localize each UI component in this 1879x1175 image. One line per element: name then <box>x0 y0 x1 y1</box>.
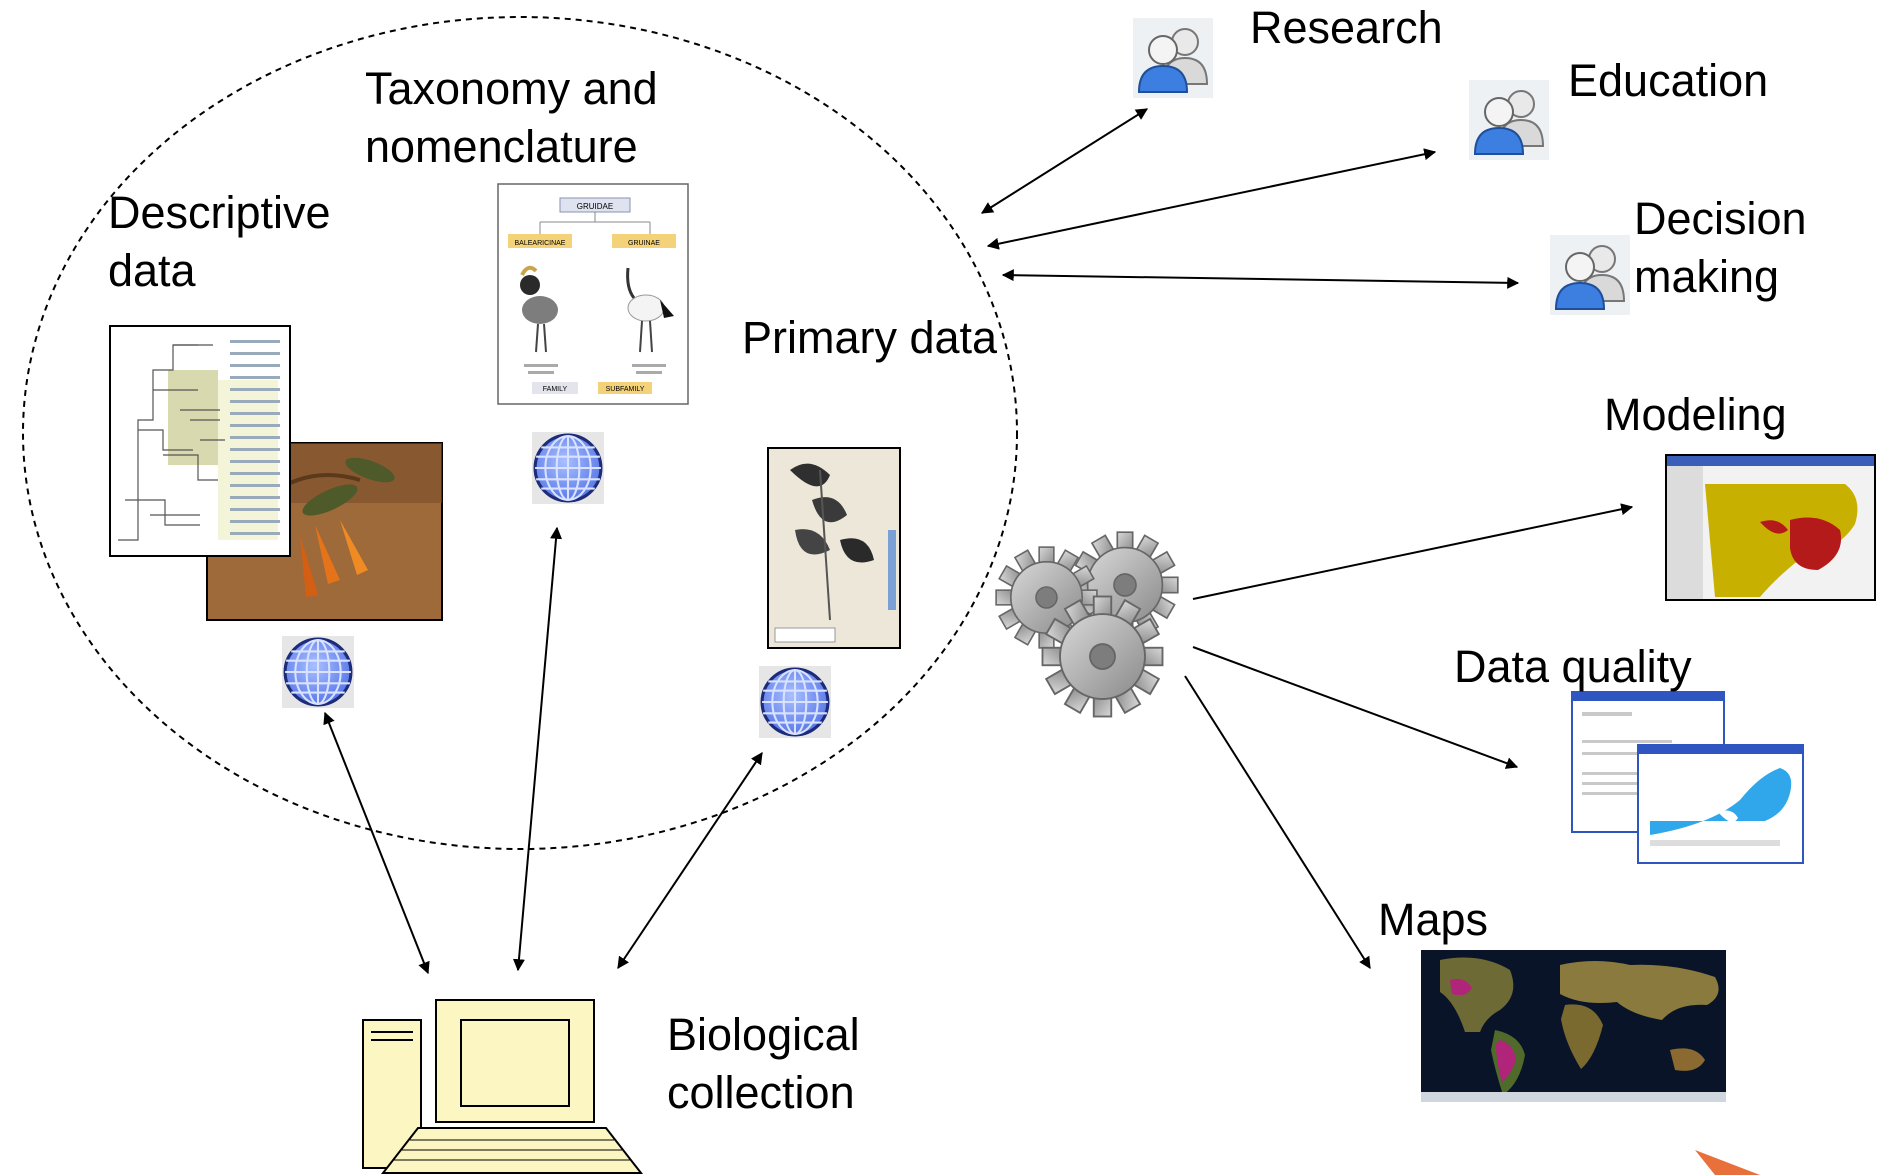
globe-icon <box>532 432 604 504</box>
connector-arrows <box>323 108 1634 975</box>
arrow-collection-primary <box>617 752 763 969</box>
arrow-modeling <box>1192 503 1634 600</box>
arrow-collection-taxonomy <box>512 526 563 972</box>
arrow-education <box>986 148 1437 250</box>
corner-accent <box>1695 1150 1760 1175</box>
arrow-maps <box>1184 675 1371 970</box>
label-biological-collection: Biological collection <box>667 1009 860 1118</box>
computer-icon <box>362 999 644 1174</box>
herbarium-specimen <box>767 447 901 649</box>
taxonomy-right-label: GRUINAE <box>628 240 660 247</box>
arrow-decision-making <box>1001 269 1520 289</box>
gears-icon <box>995 531 1179 718</box>
arrow-research <box>980 108 1149 214</box>
taxonomy-footer-left: FAMILY <box>543 386 568 393</box>
label-taxonomy-and-nomenclature: Taxonomy and nomenclature <box>365 63 658 172</box>
data-quality-screenshot <box>1571 691 1804 864</box>
label-descriptive-data: Descriptive data <box>108 187 331 296</box>
taxonomy-root-label: GRUIDAE <box>577 202 613 211</box>
label-decision-making: Decision making <box>1634 193 1807 302</box>
taxonomy-chart: GRUIDAE BALEARICINAE GRUINAE FAMILY SUBF… <box>497 183 689 405</box>
label-research: Research <box>1250 2 1443 53</box>
world-map <box>1421 950 1726 1102</box>
arrow-collection-descriptive <box>323 711 430 975</box>
label-primary-data: Primary data <box>742 312 998 363</box>
modeling-screenshot <box>1665 454 1876 601</box>
people-icon <box>1550 235 1630 315</box>
taxonomy-footer-right: SUBFAMILY <box>606 386 645 393</box>
globe-icon <box>759 666 831 738</box>
taxonomy-left-label: BALEARICINAE <box>515 240 566 247</box>
people-icon <box>1469 80 1549 160</box>
label-education: Education <box>1568 55 1769 106</box>
label-modeling: Modeling <box>1604 389 1787 440</box>
label-data-quality: Data quality <box>1454 641 1692 692</box>
globe-icon <box>282 636 354 708</box>
arrow-data-quality <box>1192 646 1519 769</box>
cladogram-figure <box>109 325 291 557</box>
label-maps: Maps <box>1378 894 1489 945</box>
people-icon <box>1133 18 1213 98</box>
